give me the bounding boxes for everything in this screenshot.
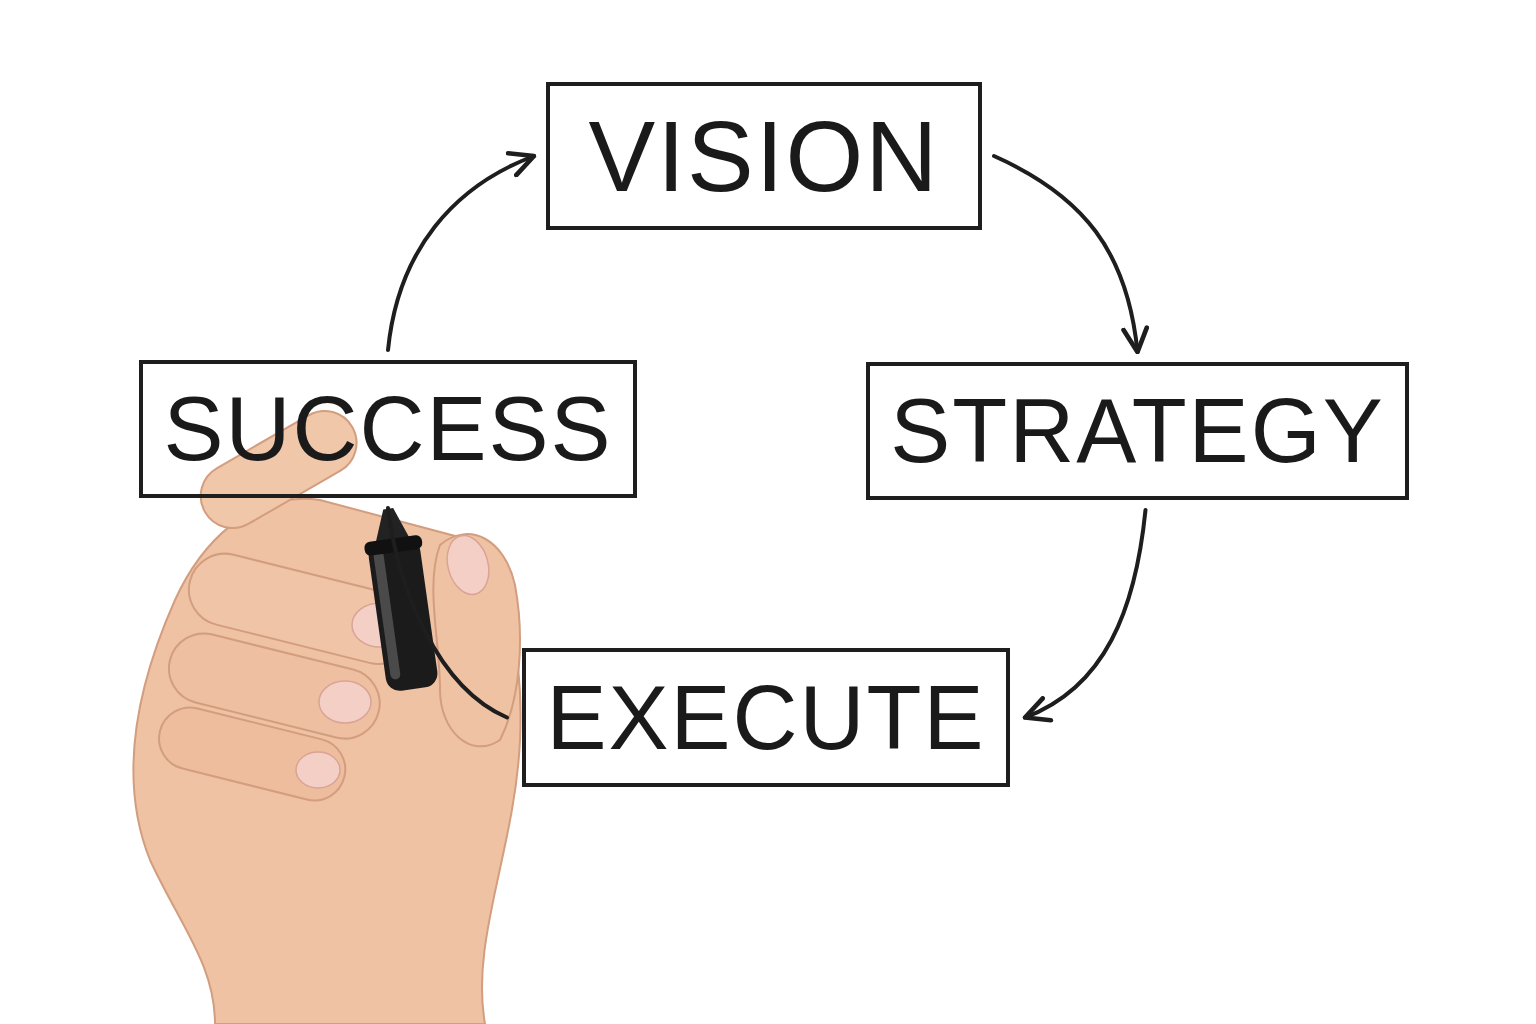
box-label: SUCCESS — [163, 384, 612, 474]
cycle-arrow — [388, 508, 507, 718]
cycle-arrow — [1025, 510, 1146, 718]
process-box: SUCCESS — [139, 360, 637, 498]
fingernail — [319, 681, 371, 723]
hand — [133, 399, 520, 1024]
box-label: EXECUTE — [546, 673, 985, 763]
marker-pen — [359, 505, 442, 693]
process-box: EXECUTE — [522, 648, 1010, 787]
palm — [133, 499, 520, 1024]
fingernail — [296, 752, 340, 788]
process-box: VISION — [546, 82, 982, 230]
finger — [153, 701, 352, 807]
cycle-arrow — [994, 156, 1138, 352]
box-label: VISION — [589, 106, 940, 206]
cycle-arrow — [388, 156, 534, 350]
thumb — [433, 531, 520, 747]
box-label: STRATEGY — [890, 386, 1384, 476]
process-box: STRATEGY — [866, 362, 1409, 500]
